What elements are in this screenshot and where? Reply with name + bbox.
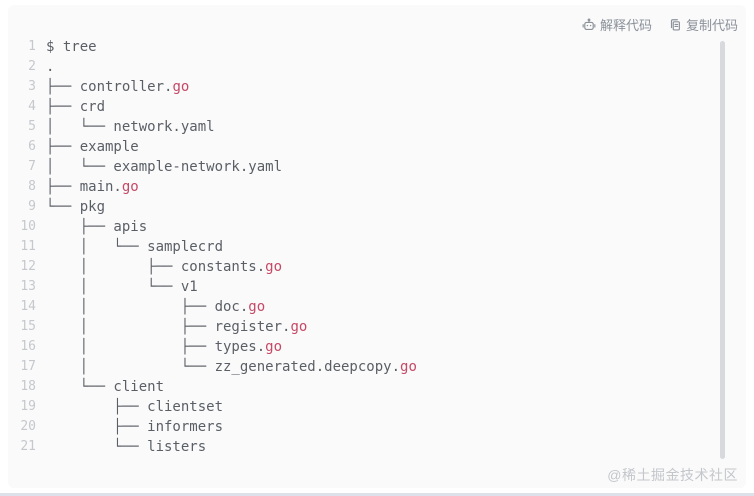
line-number: 14 (20, 299, 36, 314)
line-content: │ ├── register.go (46, 319, 308, 335)
line-content: │ ├── types.go (46, 339, 283, 355)
code-line: 6 ├── example (8, 137, 746, 157)
code-toolbar: 解释代码 复制代码 (582, 15, 738, 34)
line-content: │ ├── doc.go (46, 299, 266, 315)
line-number: 3 (28, 79, 36, 94)
line-number: 10 (20, 219, 36, 234)
line-content: ├── crd (46, 99, 106, 115)
code-line: 19 ├── clientset (8, 397, 746, 417)
line-number: 8 (28, 179, 36, 194)
line-number: 20 (20, 419, 36, 434)
code-line: 9 └── pkg (8, 197, 746, 217)
code-line: 11 │ └── samplecrd (8, 237, 746, 257)
line-content: │ └── network.yaml (46, 119, 215, 135)
line-number: 21 (20, 439, 36, 454)
line-content: └── pkg (46, 199, 106, 215)
line-content: . (46, 59, 55, 75)
line-content: ├── controller.go (46, 79, 190, 95)
code-block: 解释代码 复制代码 1 $ tree 2. 3 ├── controller.go 4 ├─… (8, 5, 746, 488)
code-line: 2. (8, 57, 746, 77)
line-content: └── client (46, 379, 165, 395)
line-content: ├── apis (46, 219, 148, 235)
copy-code-label: 复制代码 (685, 18, 738, 33)
code-line: 15 │ ├── register.go (8, 317, 746, 337)
code-line: 20 ├── informers (8, 417, 746, 437)
code-line: 7 │ └── example-network.yaml (8, 157, 746, 177)
line-content: ├── informers (46, 419, 224, 435)
line-number: 16 (20, 339, 36, 354)
line-number: 12 (20, 259, 36, 274)
code-line: 12 │ ├── constants.go (8, 257, 746, 277)
code-line: 21 └── listers (8, 437, 746, 457)
line-content: ├── clientset (46, 399, 224, 415)
robot-icon (582, 17, 596, 32)
watermark: @稀土掘金技术社区 (607, 467, 738, 483)
explain-code-button[interactable]: 解释代码 (582, 15, 652, 34)
code-line: 17 │ └── zz_generated.deepcopy.go (8, 357, 746, 377)
line-number: 6 (28, 139, 36, 154)
code-lines: 1 $ tree 2. 3 ├── controller.go 4 ├── crd 5 │ └─… (8, 37, 746, 457)
code-line: 14 │ ├── doc.go (8, 297, 746, 317)
line-content: │ ├── constants.go (46, 259, 283, 275)
line-content: ├── example (46, 139, 139, 155)
line-number: 4 (28, 99, 36, 114)
line-content: │ └── zz_generated.deepcopy.go (46, 359, 417, 375)
line-content: └── listers (46, 439, 207, 455)
code-line: 16 │ ├── types.go (8, 337, 746, 357)
copy-icon (668, 18, 682, 32)
line-number: 19 (20, 399, 36, 414)
line-number: 2 (28, 59, 36, 74)
vertical-scrollbar-thumb[interactable] (720, 41, 725, 459)
line-number: 11 (20, 239, 36, 254)
line-number: 18 (20, 379, 36, 394)
line-number: 5 (28, 119, 36, 134)
code-line: 8 ├── main.go (8, 177, 746, 197)
line-content: │ └── example-network.yaml (46, 159, 283, 175)
code-line: 1 $ tree (8, 37, 746, 57)
line-content: │ └── samplecrd (46, 239, 224, 255)
code-line: 4 ├── crd (8, 97, 746, 117)
line-number: 13 (20, 279, 36, 294)
line-number: 17 (20, 359, 36, 374)
line-content: │ └── v1 (46, 279, 198, 295)
line-number: 7 (28, 159, 36, 174)
line-number: 9 (28, 199, 36, 214)
line-content: ├── main.go (46, 179, 139, 195)
explain-code-label: 解释代码 (599, 18, 652, 33)
code-line: 10 ├── apis (8, 217, 746, 237)
code-line: 13 │ └── v1 (8, 277, 746, 297)
line-content: $ tree (46, 39, 97, 55)
code-line: 5 │ └── network.yaml (8, 117, 746, 137)
line-number: 1 (28, 39, 36, 54)
bottom-divider (0, 493, 754, 496)
copy-code-button[interactable]: 复制代码 (668, 15, 738, 34)
code-line: 18 └── client (8, 377, 746, 397)
code-line: 3 ├── controller.go (8, 77, 746, 97)
line-number: 15 (20, 319, 36, 334)
